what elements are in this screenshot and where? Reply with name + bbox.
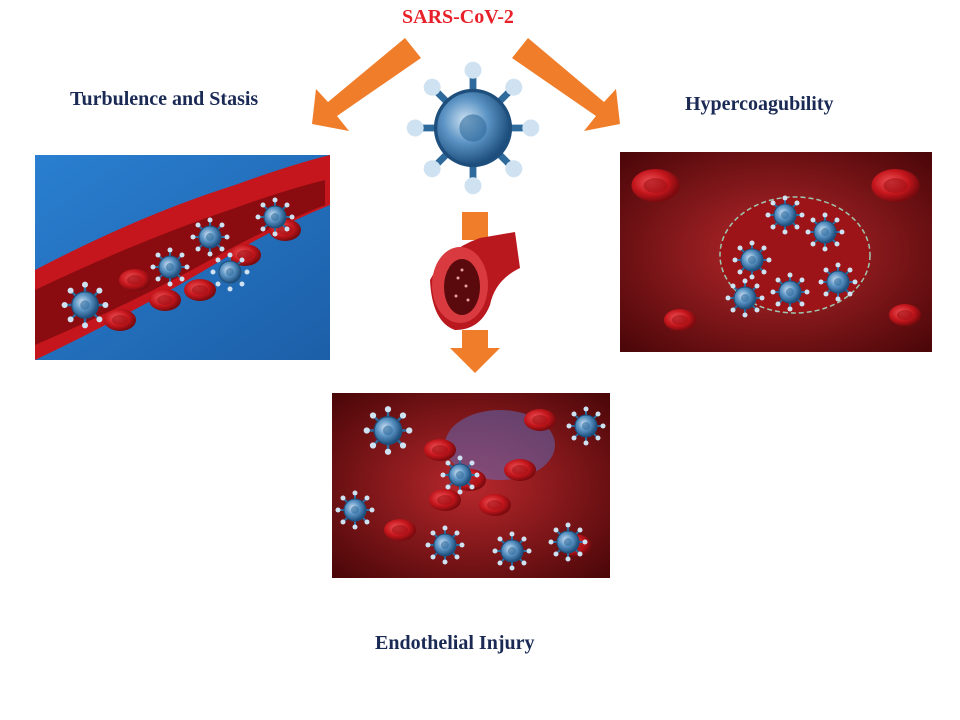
label-endothelial-injury: Endothelial Injury [375,632,535,654]
label-turbulence-and-stasis: Turbulence and Stasis [70,88,259,110]
blood-vessel-icon [430,232,520,330]
turbulence-and-stasis-image [35,155,330,360]
label-hypercoagubility: Hypercoagubility [685,93,834,115]
arrow-to-hypercoagubility [512,38,620,131]
diagram-title: SARS-CoV-2 [402,6,514,28]
arrow-to-turbulence [312,38,421,131]
virus-icon [407,62,540,195]
hypercoagubility-image [620,152,932,352]
arrow-to-endothelial-injury [450,212,500,373]
endothelial-injury-image [332,393,610,578]
